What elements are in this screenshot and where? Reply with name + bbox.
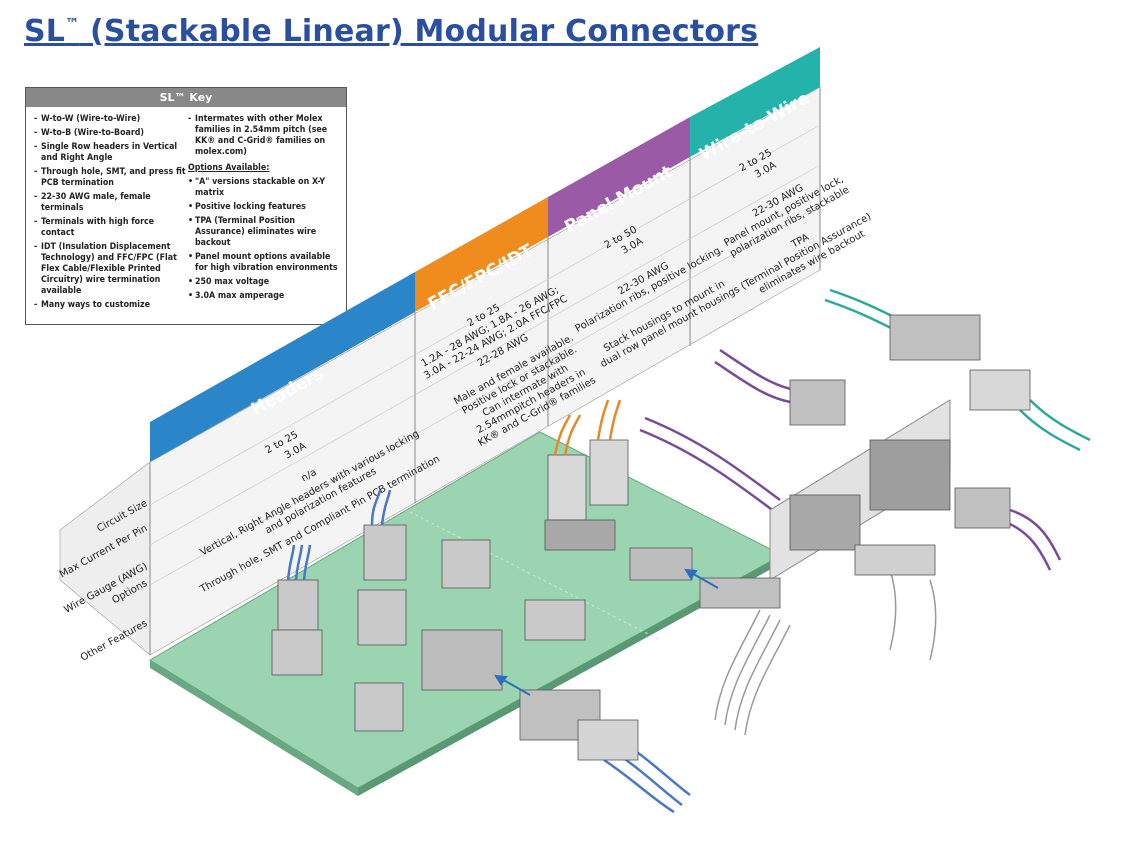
key-item: 22-30 AWG male, female terminals [34,192,186,214]
key-item: W-to-B (Wire-to-Board) [34,128,186,139]
insertion-arrows [494,568,719,696]
wire-to-wire-band [690,47,820,157]
key-item: Many ways to customize [34,300,186,311]
key-item: Through hole, SMT, and press fit PCB ter… [34,167,186,189]
key-item: W-to-W (Wire-to-Wire) [34,114,186,125]
gray-ribbon-cable [714,569,937,736]
right-connectors [519,314,1031,761]
key-option: TPA (Terminal Position Assurance) elimin… [188,216,344,249]
feature-table: Headers FFC/FPC/IDT Panel Mount Wire-to-… [58,47,873,664]
key-item: Terminals with high force contact [34,217,186,239]
key-option: "A" versions stackable on X-Y matrix [188,177,344,199]
key-heading: SL™ Key [26,88,346,107]
header-connector [271,439,693,732]
key-left-column: W-to-W (Wire-to-Wire) W-to-B (Wire-to-Bo… [34,114,186,314]
headers-band [150,272,415,462]
key-options-heading: Options Available: [188,163,270,173]
key-item: Single Row headers in Vertical and Right… [34,142,186,164]
key-option: 250 max voltage [188,277,344,288]
purple-wires [639,348,1062,571]
orange-wires [553,399,622,456]
teal-wires [824,288,1091,452]
key-box: SL™ Key W-to-W (Wire-to-Wire) W-to-B (Wi… [25,87,347,325]
page-title: SL™ (Stackable Linear) Modular Connector… [24,14,759,49]
key-intermates-note: Intermates with other Molex families in … [188,114,344,158]
key-option: Positive locking features [188,202,344,213]
key-right-column: Intermates with other Molex families in … [188,114,344,305]
panel-mount-band [548,117,690,237]
key-item: IDT (Insulation Displacement Technology)… [34,242,186,297]
pcb-board [149,431,784,796]
ffc-band [415,197,548,312]
key-option: 3.0A max amperage [188,291,344,302]
key-option: Panel mount options available for high v… [188,252,344,274]
